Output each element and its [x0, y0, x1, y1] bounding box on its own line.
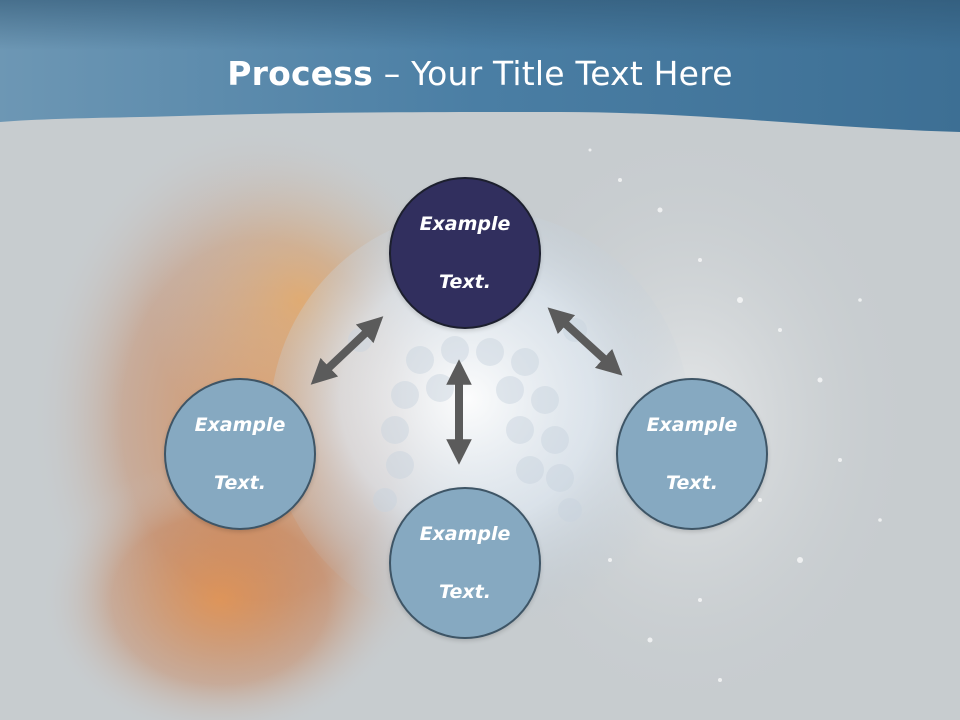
node-right-line1: Example — [646, 413, 738, 436]
title-text: Your Title Text Here — [411, 54, 733, 93]
title-dash: – — [373, 54, 412, 93]
node-bottom-line2: Text. — [439, 580, 491, 603]
node-right-line2: Text. — [666, 471, 718, 494]
slide-title: Process – Your Title Text Here — [0, 52, 960, 96]
node-top-line1: Example — [419, 212, 511, 235]
title-bold: Process — [227, 54, 373, 93]
node-bottom-line1: Example — [419, 522, 511, 545]
node-left-line1: Example — [194, 413, 286, 436]
node-top-line2: Text. — [439, 270, 491, 293]
node-left-line2: Text. — [214, 471, 266, 494]
